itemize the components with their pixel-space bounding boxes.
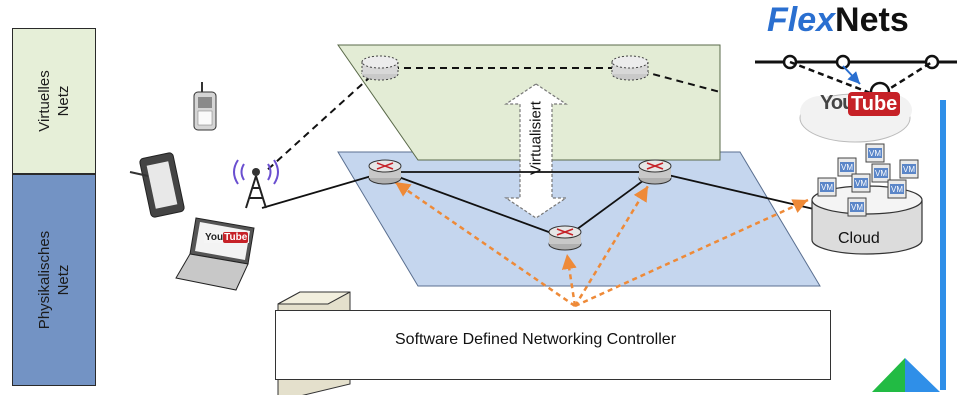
vm-label: VM bbox=[855, 179, 867, 188]
corner-green-shape bbox=[872, 358, 905, 392]
vm-label: VM bbox=[903, 165, 915, 174]
router-icon bbox=[638, 159, 672, 185]
virtualisiert-arrow bbox=[504, 83, 568, 219]
tablet-icon bbox=[129, 152, 185, 218]
sdn-controller-box bbox=[275, 310, 831, 380]
virtual-network-band: Virtuelles Netz bbox=[12, 28, 96, 174]
router-icon bbox=[368, 159, 402, 185]
flexnets-logo: FlexNets bbox=[767, 0, 909, 40]
vm-cluster: VM VM VM VM VM VM VM VM bbox=[817, 143, 919, 217]
youtube-you-text: You bbox=[820, 92, 854, 114]
cloud-label: Cloud bbox=[838, 230, 880, 247]
vm-label: VM bbox=[869, 149, 881, 158]
virtual-network-label: Virtuelles Netz bbox=[36, 70, 72, 132]
right-accent-bar bbox=[940, 100, 946, 390]
virtualisiert-label: Virtualisiert bbox=[527, 101, 545, 175]
logo-flex: Flex bbox=[767, 1, 836, 39]
physical-network-band: Physikalisches Netz bbox=[12, 174, 96, 386]
physical-links bbox=[261, 171, 819, 239]
router-icon bbox=[361, 55, 399, 81]
vm-label: VM bbox=[821, 183, 833, 192]
sdn-control-arrows bbox=[394, 180, 809, 308]
router-icon bbox=[611, 55, 649, 81]
router-icon bbox=[548, 225, 582, 251]
laptop-youtube-tube: Tube bbox=[223, 232, 249, 243]
vm-label: VM bbox=[875, 169, 887, 178]
antenna-icon bbox=[233, 159, 279, 209]
vm-label: VM bbox=[851, 203, 863, 212]
laptop-icon bbox=[175, 217, 255, 291]
laptop-youtube-logo: YouTube bbox=[204, 232, 250, 243]
corner-blue-shape bbox=[905, 358, 940, 392]
sdn-controller-label: Software Defined Networking Controller bbox=[395, 331, 677, 348]
laptop-youtube-you: You bbox=[205, 232, 224, 243]
vm-label: VM bbox=[891, 185, 903, 194]
youtube-tube-text: Tube bbox=[848, 92, 901, 116]
vm-label: VM bbox=[841, 163, 853, 172]
logo-nets: Nets bbox=[835, 1, 909, 39]
mobile-phone-icon bbox=[193, 82, 217, 131]
physical-network-label: Physikalisches Netz bbox=[36, 230, 72, 330]
